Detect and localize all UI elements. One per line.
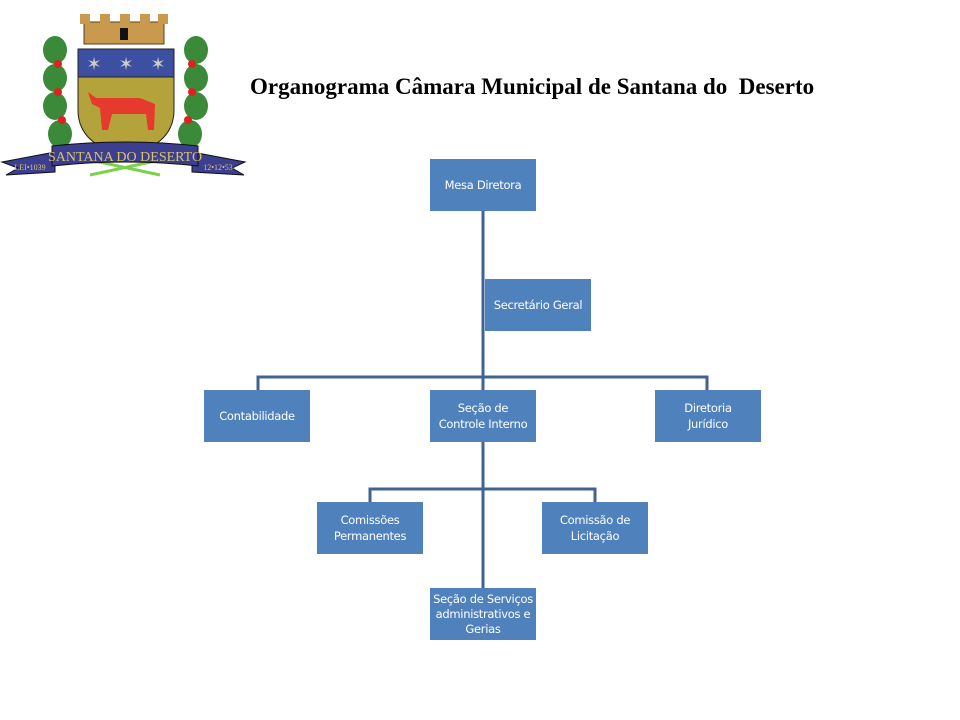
coat-of-arms-logo: ✶ ✶ ✶ SANTANA DO DESERTO LEI•1039 12•12•… — [0, 14, 247, 177]
node-label: Controle Interno — [438, 417, 528, 431]
node-label: Seção de Serviços — [433, 591, 533, 606]
node-label: Secretário Geral — [493, 298, 583, 312]
node-label: Comissões — [340, 513, 400, 527]
page-title: Organograma Câmara Municipal de Santana … — [250, 74, 815, 99]
svg-text:✶: ✶ — [150, 54, 165, 75]
node-contabilidade[interactable]: Contabilidade — [204, 390, 310, 442]
svg-text:12•12•53: 12•12•53 — [203, 163, 233, 172]
svg-text:✶: ✶ — [86, 54, 101, 75]
node-mesa-diretora[interactable]: Mesa Diretora — [430, 159, 536, 211]
node-label: Jurídico — [687, 417, 729, 431]
node-label: Comissão de — [559, 513, 631, 527]
node-label: Gerias — [465, 621, 501, 636]
svg-text:LEI•1039: LEI•1039 — [14, 163, 45, 172]
node-secretario-geral[interactable]: Secretário Geral — [485, 279, 591, 331]
node-label: Contabilidade — [219, 409, 295, 423]
node-label: Permanentes — [333, 529, 407, 543]
node-controle-interno[interactable]: Seção de Controle Interno — [430, 390, 536, 442]
node-comissoes-permanentes[interactable]: Comissões Permanentes — [317, 502, 423, 554]
node-servicos-administrativos[interactable]: Seção de Serviços administrativos e Geri… — [430, 588, 536, 640]
svg-text:SANTANA DO DESERTO: SANTANA DO DESERTO — [48, 150, 202, 165]
node-label: Licitação — [570, 529, 620, 543]
node-diretoria-juridico[interactable]: Diretoria Jurídico — [655, 390, 761, 442]
connector-level3 — [368, 487, 597, 502]
node-label: Seção de — [457, 401, 509, 415]
node-label: Diretoria — [684, 401, 732, 415]
node-label: Mesa Diretora — [444, 178, 522, 192]
node-label: administrativos e — [435, 606, 531, 621]
node-comissao-licitacao[interactable]: Comissão de Licitação — [542, 502, 648, 554]
svg-text:✶: ✶ — [118, 54, 133, 75]
